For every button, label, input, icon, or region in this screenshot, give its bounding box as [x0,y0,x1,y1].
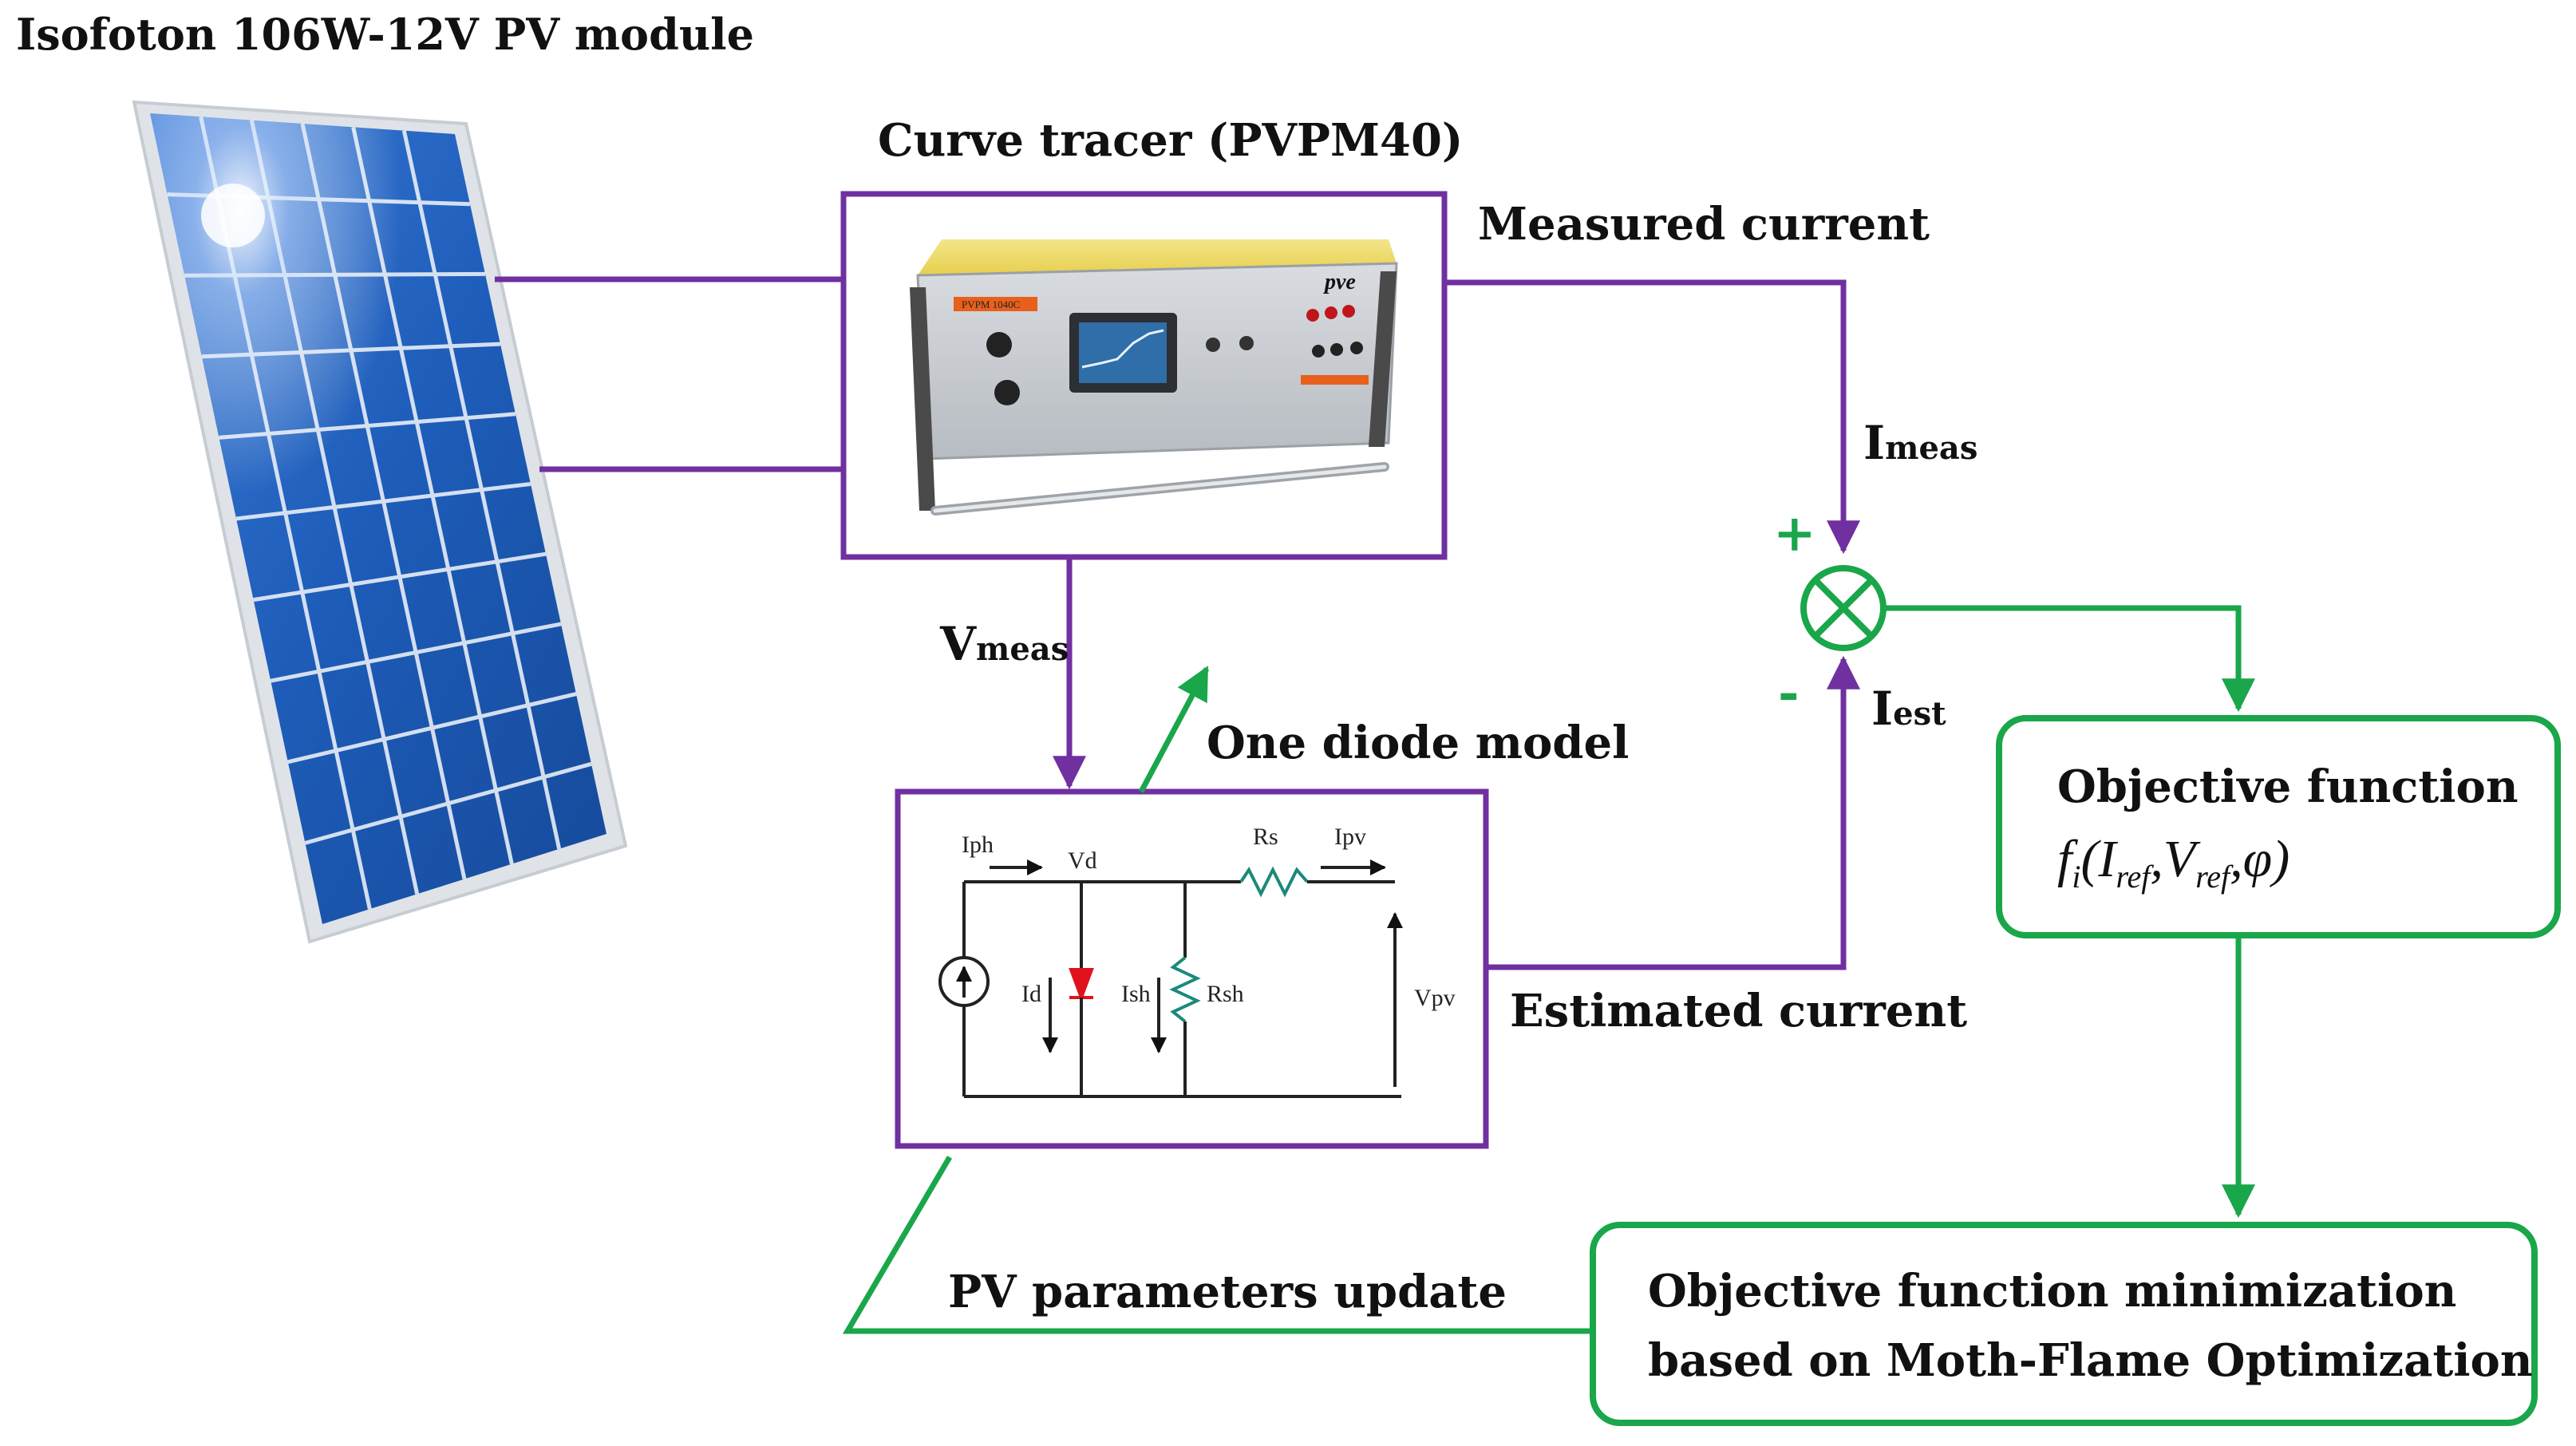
circuit-iph: Iph [962,832,994,858]
circuit-vd: Vd [1068,847,1097,874]
model-output-arrow [1138,666,1210,793]
measured-current-label: Measured current [1478,198,1930,251]
circuit-rs: Rs [1253,824,1278,850]
pv-module-image [132,100,628,944]
junction-to-objective-arrow [1883,605,2255,713]
pv-update-arrow [842,1156,1593,1334]
estimated-current-wire [1486,655,1860,970]
summing-junction [1800,565,1887,651]
i-meas-label: Imeas [1863,416,1977,470]
v-meas-label: Vmeas [939,617,1069,671]
objective-formula: fi(Iref,Vref,φ) [2057,830,2290,895]
curve-tracer-image: PVPM 1040C pve [910,239,1398,516]
one-diode-model-label: One diode model [1207,717,1629,769]
circuit-ipv: Ipv [1334,824,1366,850]
minimization-line2: based on Moth-Flame Optimization [1648,1334,2533,1387]
one-diode-circuit [938,859,1403,1098]
pv-update-label: PV parameters update [948,1266,1507,1318]
circuit-rsh: Rsh [1207,981,1244,1007]
i-est-label: Iest [1871,682,1946,736]
tracer-tag: PVPM 1040C [962,298,1020,310]
module-title: Isofoton 106W-12V PV module [16,9,754,60]
circuit-vpv: Vpv [1414,985,1456,1011]
circuit-id: Id [1021,981,1041,1007]
estimated-current-label: Estimated current [1510,985,1967,1037]
diode-model-box [895,788,1489,1149]
minus-sign: - [1778,663,1800,723]
minimization-line1: Objective function minimization [1648,1265,2456,1318]
tracer-title: Curve tracer (PVPM40) [878,114,1463,167]
tracer-brand: pve [1323,270,1356,294]
plus-sign: + [1773,504,1816,563]
circuit-ish: Ish [1121,981,1151,1007]
objective-function-box [1996,715,2561,938]
measured-current-wire [1444,279,1860,555]
minimization-box [1590,1222,2538,1426]
objective-function-title: Objective function [2057,761,2519,813]
